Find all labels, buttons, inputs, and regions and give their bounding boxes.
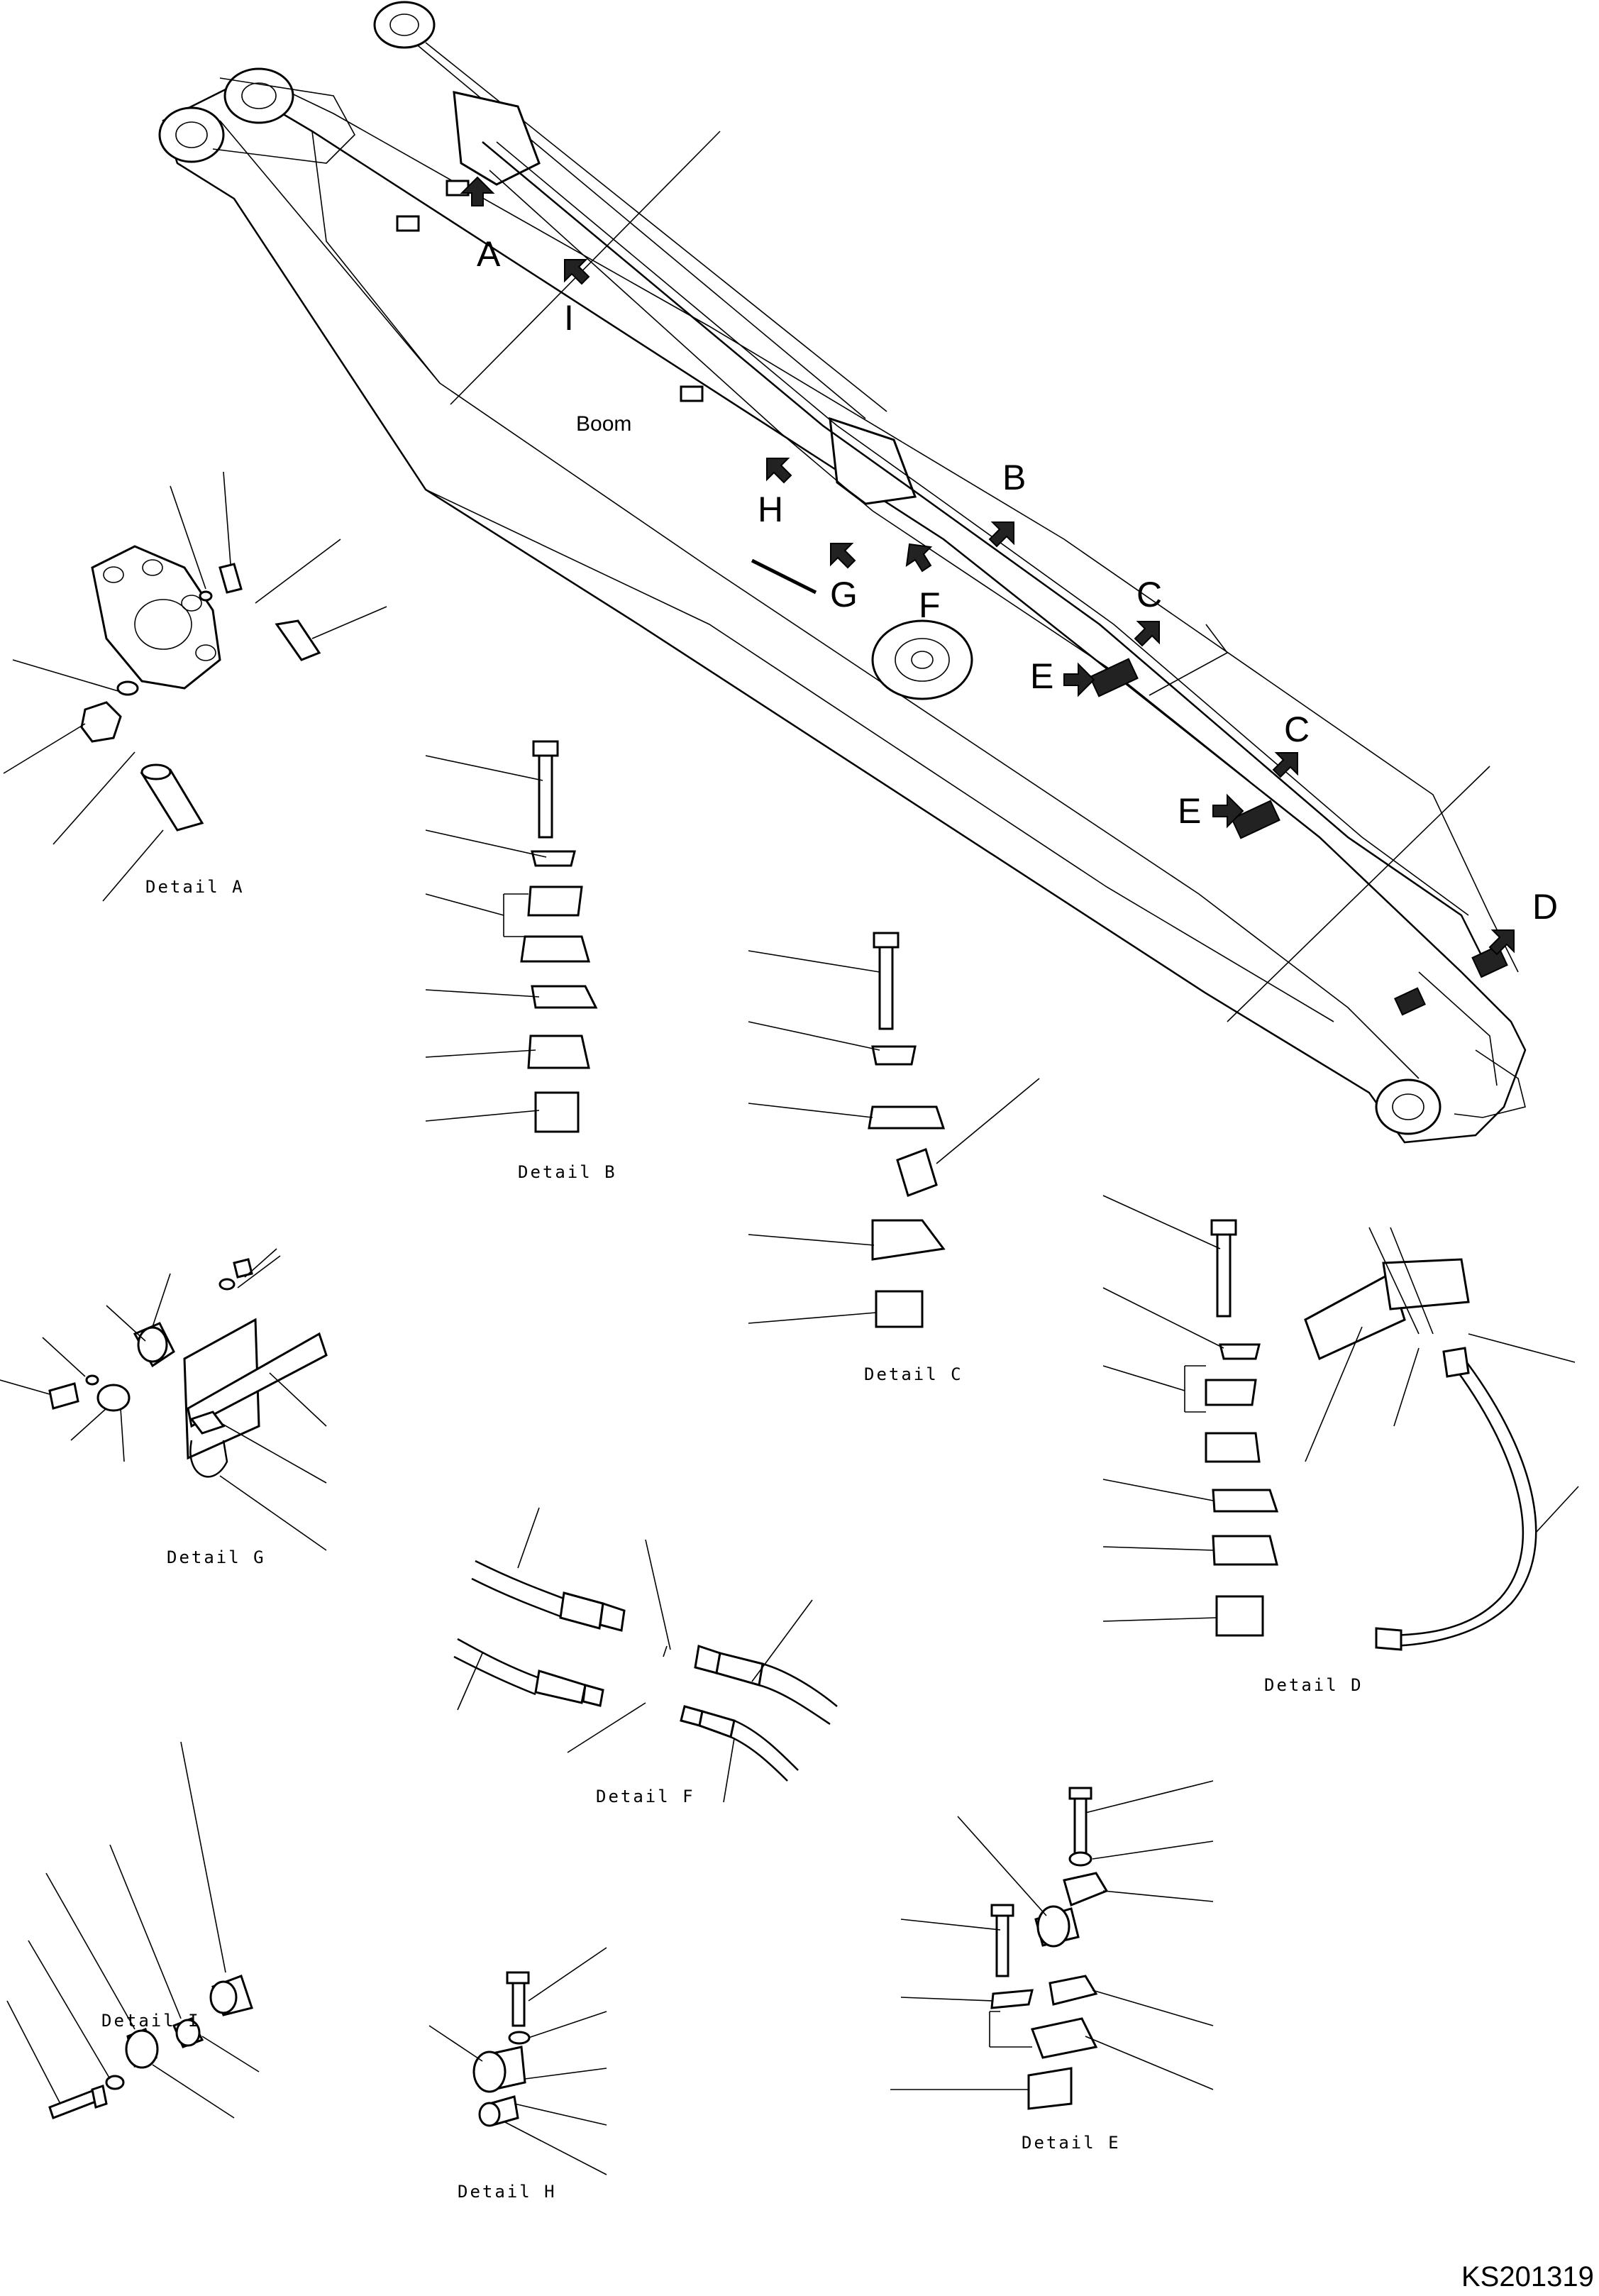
callout-C-lower: C	[1284, 710, 1310, 749]
detail-g-drawing	[0, 1248, 328, 1551]
boom-label: Boom	[576, 412, 631, 436]
detail-g-caption: Detail G	[167, 1547, 266, 1567]
callout-G: G	[830, 575, 858, 614]
callout-C-upper: C	[1136, 575, 1162, 614]
detail-d-caption: Detail D	[1264, 1675, 1363, 1695]
detail-i-caption: Detail I	[101, 2011, 201, 2031]
callout-I: I	[564, 298, 574, 338]
detail-f-caption: Detail F	[596, 1787, 695, 1806]
callout-A: A	[477, 234, 501, 274]
detail-i-drawing	[6, 1741, 260, 2119]
callout-E-upper: E	[1030, 656, 1053, 696]
detail-c-caption: Detail C	[864, 1364, 963, 1384]
detail-b-drawing	[425, 740, 598, 1133]
callout-arrows	[460, 176, 1515, 956]
callout-E-lower: E	[1178, 791, 1201, 831]
callout-F: F	[919, 585, 941, 625]
callout-H: H	[758, 490, 783, 529]
detail-c-drawing	[748, 932, 1040, 1328]
detail-e-drawing	[890, 1780, 1214, 2110]
detail-h-caption: Detail H	[458, 2182, 557, 2202]
detail-h-drawing	[428, 1947, 607, 2175]
detail-a-caption: Detail A	[145, 877, 245, 897]
detail-a-drawing	[3, 471, 387, 902]
detail-b-caption: Detail B	[518, 1162, 617, 1182]
detail-e-caption: Detail E	[1022, 2133, 1121, 2153]
detail-f-drawing	[453, 1507, 838, 1803]
detail-d-drawing	[1102, 1195, 1579, 1651]
callout-D: D	[1532, 887, 1558, 927]
boom-assembly	[158, 1, 1527, 1144]
drawing-code: KS201319	[1461, 2261, 1594, 2292]
callout-B: B	[1002, 458, 1026, 497]
